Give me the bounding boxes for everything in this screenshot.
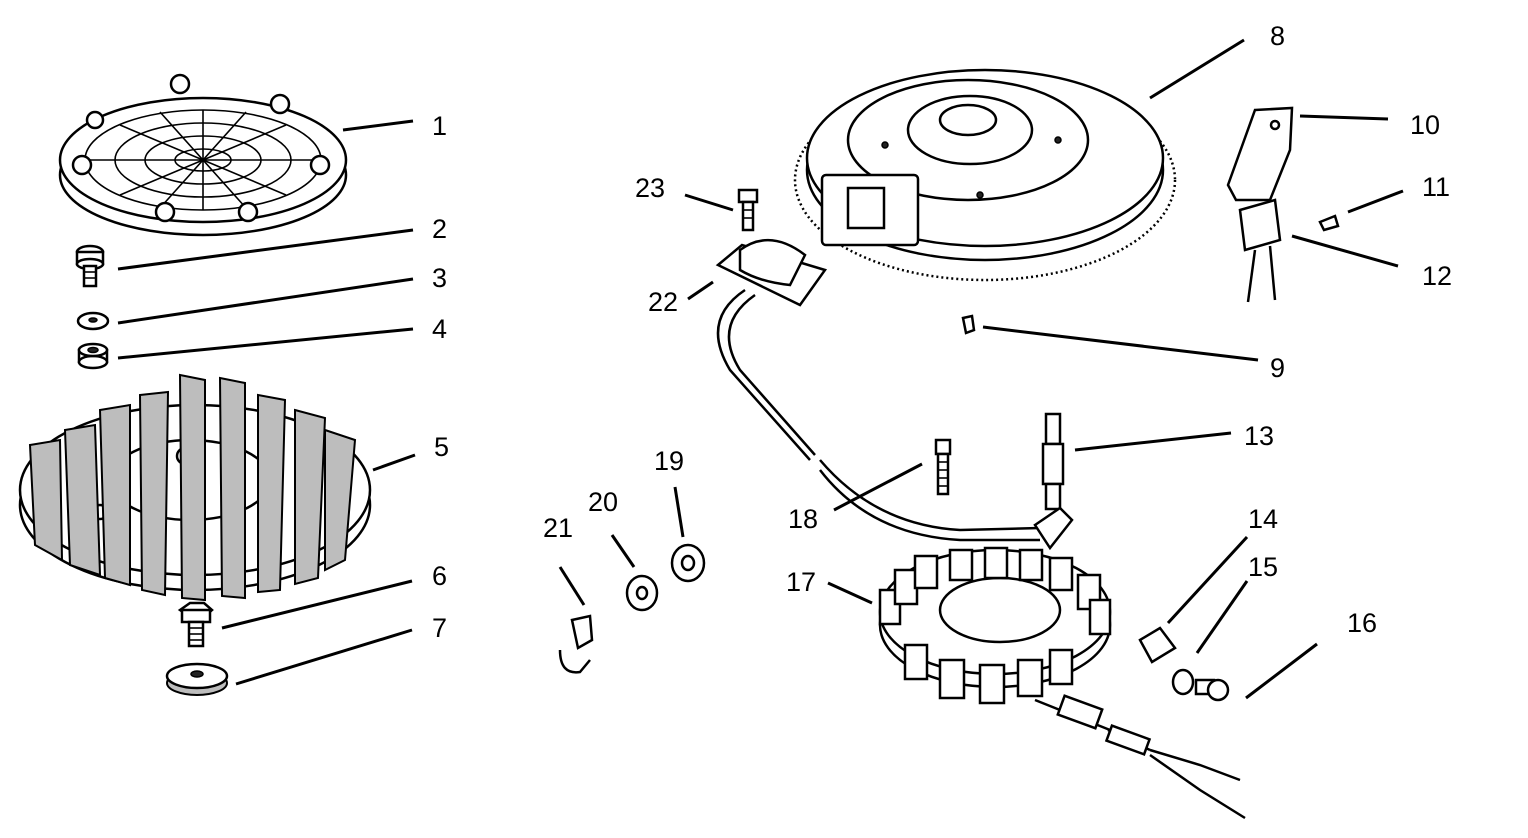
part-ignition-module	[715, 238, 1074, 551]
leader-4	[117, 327, 414, 360]
part-fan	[18, 373, 372, 602]
callout-14: 14	[1248, 504, 1278, 534]
callout-17: 17	[786, 567, 816, 597]
part-flywheel	[793, 68, 1177, 282]
part-screw-stator	[1194, 678, 1230, 702]
leader-7	[235, 628, 413, 686]
part-clip	[1318, 214, 1340, 232]
part-wire-clip	[558, 614, 594, 674]
callout-20: 20	[588, 487, 618, 517]
part-cover-screen	[58, 73, 348, 237]
callout-labels: 1 2 3 4 5 6 7 8 9 10 11 12 13 14 15 16 1…	[432, 21, 1452, 643]
part-clamp	[1138, 626, 1177, 664]
callout-7: 7	[432, 613, 447, 643]
leader-5	[372, 453, 416, 472]
leader-1	[342, 119, 414, 132]
part-spacer	[77, 342, 109, 370]
leader-lines	[117, 38, 1404, 700]
leader-12	[1291, 234, 1399, 268]
leader-6	[221, 579, 413, 630]
part-washer-large	[165, 662, 229, 696]
callout-16: 16	[1347, 608, 1377, 638]
callout-8: 8	[1270, 21, 1285, 51]
callout-5: 5	[434, 432, 449, 462]
callout-6: 6	[432, 561, 447, 591]
leader-9	[982, 325, 1259, 362]
leader-23	[684, 193, 734, 212]
callout-3: 3	[432, 263, 447, 293]
leader-13	[1074, 431, 1232, 452]
part-screw-long	[934, 438, 952, 496]
part-stator	[878, 546, 1246, 820]
callout-23: 23	[635, 173, 665, 203]
part-washer-20	[625, 574, 659, 612]
part-screw	[75, 244, 105, 288]
callout-10: 10	[1410, 110, 1440, 140]
leader-2	[117, 228, 414, 271]
callout-1: 1	[432, 111, 447, 141]
callout-19: 19	[654, 446, 684, 476]
part-terminal-block	[1238, 198, 1282, 303]
part-washer-small	[76, 311, 110, 331]
part-washer-19	[670, 543, 706, 583]
leader-17	[827, 581, 873, 605]
leader-20	[610, 534, 636, 568]
leader-8	[1149, 38, 1245, 100]
leader-18	[833, 462, 923, 512]
part-screw-module	[737, 188, 759, 232]
callout-2: 2	[432, 214, 447, 244]
callout-4: 4	[432, 314, 447, 344]
part-bolt	[177, 601, 214, 648]
leader-15	[1195, 580, 1249, 654]
leader-10	[1299, 114, 1389, 121]
callout-11: 11	[1422, 172, 1450, 202]
leader-14	[1166, 535, 1249, 625]
leader-22	[687, 280, 714, 301]
leader-19	[673, 486, 685, 538]
callout-9: 9	[1270, 353, 1285, 383]
leader-21	[558, 566, 586, 606]
leader-16	[1245, 642, 1318, 700]
callout-13: 13	[1244, 421, 1274, 451]
part-bracket	[1226, 106, 1294, 202]
callout-21: 21	[543, 513, 573, 543]
part-lock-washer	[1171, 668, 1195, 696]
callout-12: 12	[1422, 261, 1452, 291]
leader-3	[117, 277, 414, 325]
callout-15: 15	[1248, 552, 1278, 582]
part-key	[961, 314, 976, 335]
callout-22: 22	[648, 287, 678, 317]
callout-18: 18	[788, 504, 818, 534]
leader-11	[1347, 189, 1404, 214]
part-spark-plug-boot	[1041, 412, 1065, 511]
